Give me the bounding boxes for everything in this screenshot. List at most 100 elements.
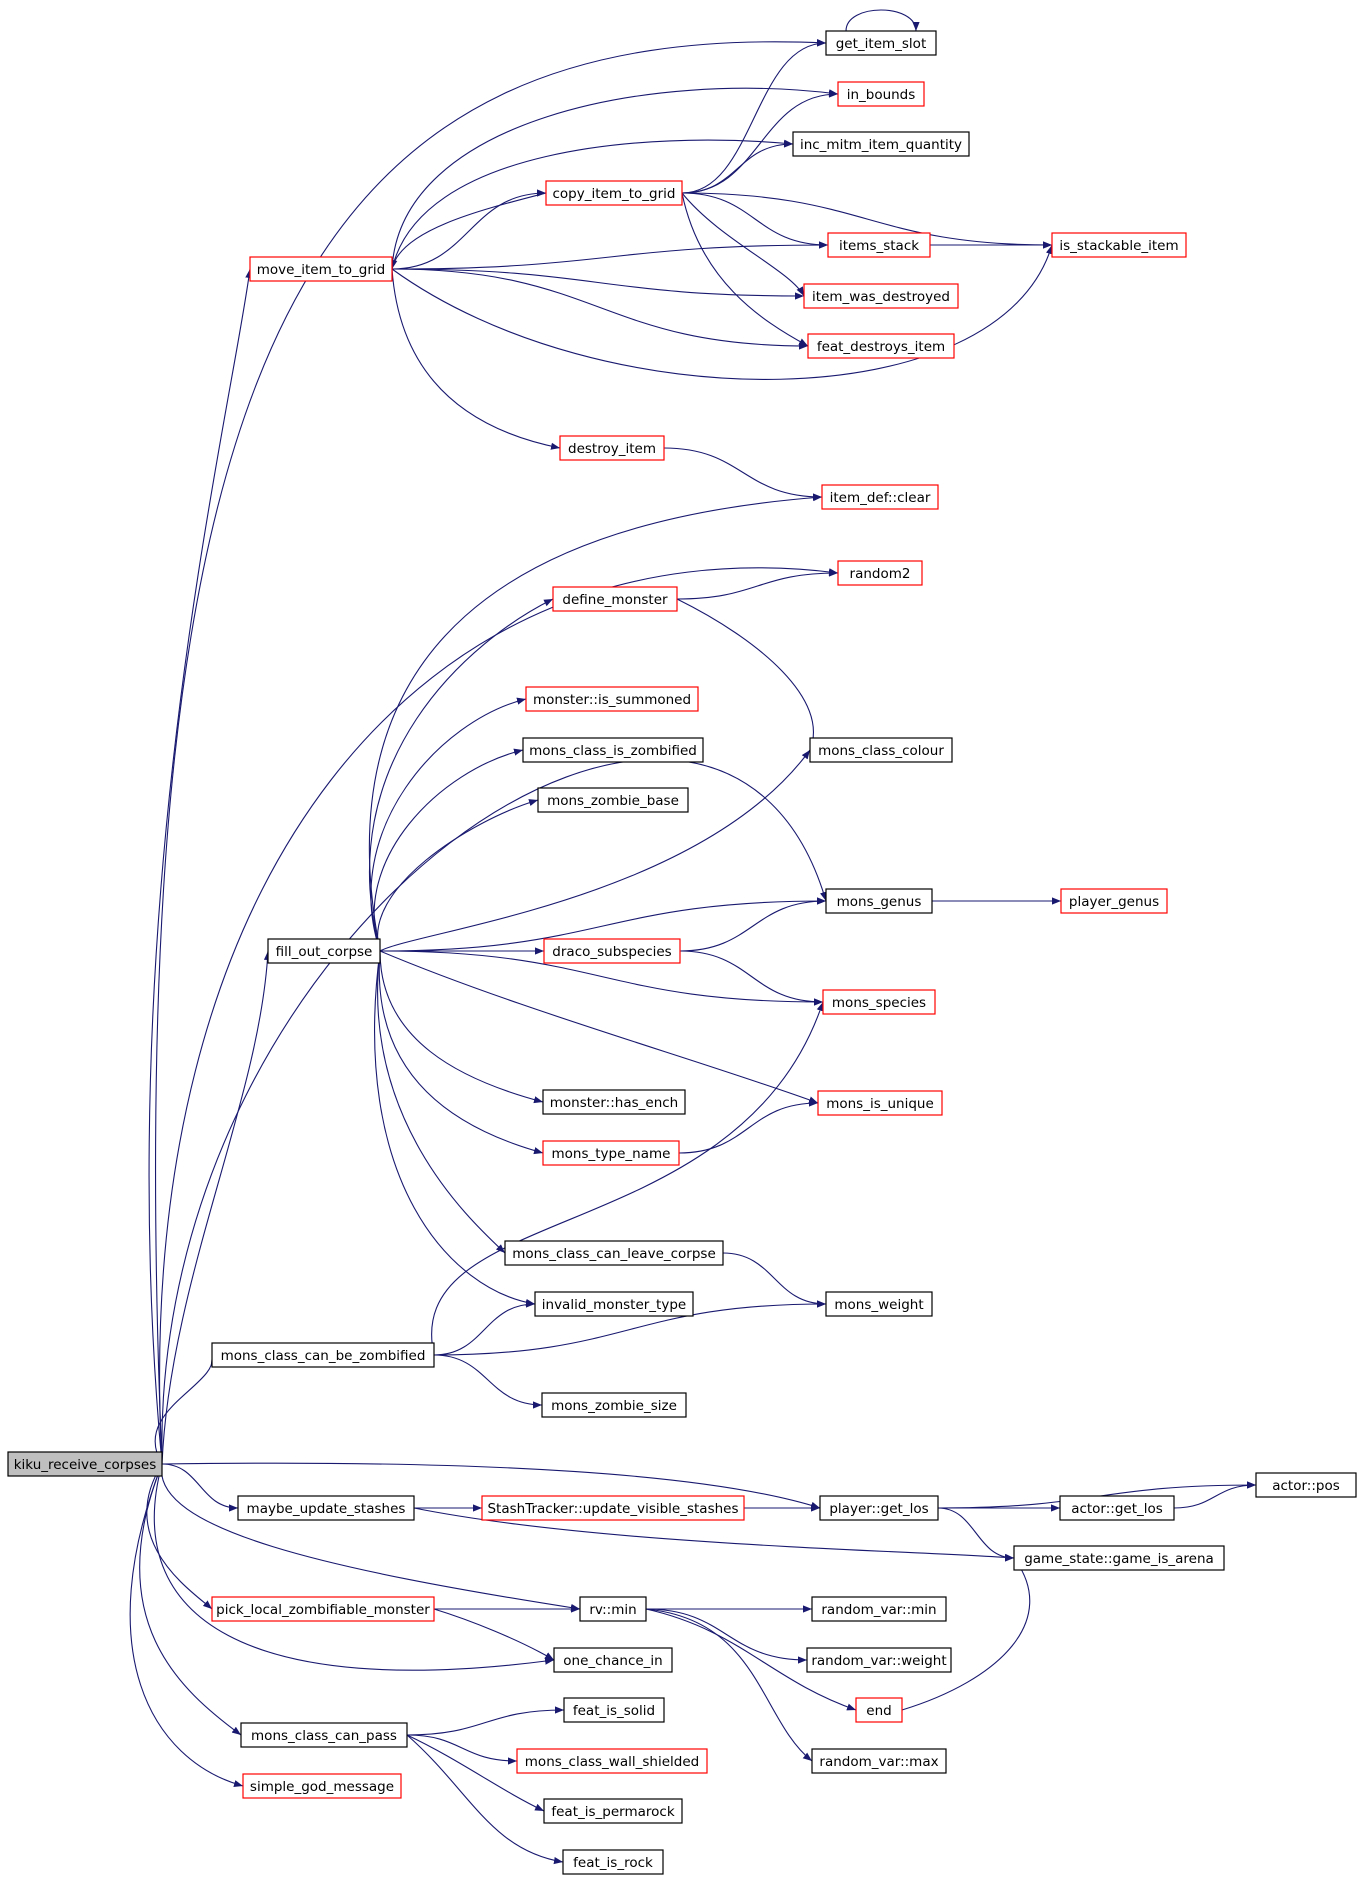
edge-kiku_receive_corpses-to-move_item_to_grid <box>148 268 253 1465</box>
node-in_bounds[interactable]: in_bounds <box>837 81 925 107</box>
node-random_var_min[interactable]: random_var::min <box>811 1596 947 1622</box>
edge-mons_class_can_pass-to-feat_is_rock <box>406 1734 564 1865</box>
node-is_stackable_item[interactable]: is_stackable_item <box>1051 232 1187 258</box>
node-items_stack[interactable]: items_stack <box>827 232 931 258</box>
node-box-end <box>855 1697 903 1723</box>
node-box-maybe_update_stashes <box>237 1495 415 1521</box>
node-label-mons_is_unique: mons_is_unique <box>826 1096 934 1112</box>
edge-kiku_receive_corpses-to-mons_genus <box>161 758 827 1465</box>
node-invalid_monster_type[interactable]: invalid_monster_type <box>534 1291 694 1317</box>
node-box-stashtracker_update <box>481 1495 745 1521</box>
node-monster_is_summoned[interactable]: monster::is_summoned <box>525 686 699 712</box>
node-mons_class_wall_shielded[interactable]: mons_class_wall_shielded <box>516 1748 708 1774</box>
node-label-mons_weight: mons_weight <box>834 1297 923 1313</box>
node-feat_destroys_item[interactable]: feat_destroys_item <box>807 333 955 359</box>
node-actor_get_los[interactable]: actor::get_los <box>1059 1495 1175 1521</box>
node-maybe_update_stashes[interactable]: maybe_update_stashes <box>237 1495 415 1521</box>
node-random2[interactable]: random2 <box>837 560 923 586</box>
node-mons_class_colour[interactable]: mons_class_colour <box>809 737 953 763</box>
node-stashtracker_update[interactable]: StashTracker::update_visible_stashes <box>481 1495 745 1521</box>
node-feat_is_solid[interactable]: feat_is_solid <box>563 1697 665 1723</box>
node-box-define_monster <box>552 586 678 612</box>
node-box-mons_type_name <box>542 1140 680 1166</box>
edge-rv_min-to-random_var_max <box>645 1608 813 1762</box>
node-label-fill_out_corpse: fill_out_corpse <box>276 944 373 960</box>
node-mons_genus[interactable]: mons_genus <box>825 888 933 914</box>
node-box-mons_weight <box>825 1291 933 1317</box>
node-one_chance_in[interactable]: one_chance_in <box>553 1647 673 1673</box>
node-box-random_var_max <box>811 1748 947 1774</box>
node-simple_god_message[interactable]: simple_god_message <box>242 1773 402 1799</box>
node-monster_has_ench[interactable]: monster::has_ench <box>542 1089 686 1115</box>
node-get_item_slot[interactable]: get_item_slot <box>825 30 937 56</box>
edge-fill_out_corpse-to-item_def_clear <box>368 494 823 952</box>
node-random_var_weight[interactable]: random_var::weight <box>806 1647 952 1673</box>
node-label-item_def_clear: item_def::clear <box>830 490 931 506</box>
node-label-player_get_los: player::get_los <box>829 1501 928 1517</box>
node-feat_is_rock[interactable]: feat_is_rock <box>562 1849 664 1875</box>
node-feat_is_permarock[interactable]: feat_is_permarock <box>543 1798 683 1824</box>
node-mons_species[interactable]: mons_species <box>822 989 936 1015</box>
node-label-monster_is_summoned: monster::is_summoned <box>533 692 691 708</box>
node-mons_zombie_base[interactable]: mons_zombie_base <box>537 787 689 813</box>
node-box-simple_god_message <box>242 1773 402 1799</box>
edge-kiku_receive_corpses-to-mons_class_can_pass <box>139 1463 242 1736</box>
edge-fill_out_corpse-to-define_monster <box>368 598 554 952</box>
node-box-mons_zombie_base <box>537 787 689 813</box>
edge-copy_item_to_grid-to-item_was_destroyed <box>681 192 805 297</box>
node-fill_out_corpse[interactable]: fill_out_corpse <box>267 938 381 964</box>
node-label-mons_class_can_pass: mons_class_can_pass <box>251 1728 397 1744</box>
node-mons_class_can_pass[interactable]: mons_class_can_pass <box>240 1722 408 1748</box>
node-box-monster_has_ench <box>542 1089 686 1115</box>
node-rv_min[interactable]: rv::min <box>579 1596 647 1622</box>
node-label-draco_subspecies: draco_subspecies <box>552 944 671 960</box>
edge-move_item_to_grid-to-feat_destroys_item <box>391 268 809 350</box>
edge-fill_out_corpse-to-invalid_monster_type <box>374 950 536 1307</box>
node-define_monster[interactable]: define_monster <box>552 586 678 612</box>
node-box-mons_class_is_zombified <box>522 737 704 763</box>
node-mons_class_is_zombified[interactable]: mons_class_is_zombified <box>522 737 704 763</box>
node-box-is_stackable_item <box>1051 232 1187 258</box>
node-item_def_clear[interactable]: item_def::clear <box>821 484 939 510</box>
node-pick_local_zombifiable_monster[interactable]: pick_local_zombifiable_monster <box>211 1596 435 1622</box>
node-box-in_bounds <box>837 81 925 107</box>
node-destroy_item[interactable]: destroy_item <box>559 435 665 461</box>
node-label-mons_type_name: mons_type_name <box>552 1146 671 1162</box>
node-item_was_destroyed[interactable]: item_was_destroyed <box>803 283 959 309</box>
edge-kiku_receive_corpses-to-rv_min <box>160 1463 581 1612</box>
node-end[interactable]: end <box>855 1697 903 1723</box>
node-player_get_los[interactable]: player::get_los <box>819 1495 939 1521</box>
edge-copy_item_to_grid-to-move_item_to_grid <box>390 192 547 270</box>
node-mons_type_name[interactable]: mons_type_name <box>542 1140 680 1166</box>
node-box-inc_mitm_item_quantity <box>792 131 970 157</box>
node-copy_item_to_grid[interactable]: copy_item_to_grid <box>545 180 683 206</box>
node-move_item_to_grid[interactable]: move_item_to_grid <box>249 256 393 282</box>
node-kiku_receive_corpses[interactable]: kiku_receive_corpses <box>7 1451 163 1477</box>
node-mons_weight[interactable]: mons_weight <box>825 1291 933 1317</box>
edge-mons_class_can_be_zombified-to-mons_zombie_size <box>433 1354 543 1409</box>
node-player_genus[interactable]: player_genus <box>1060 888 1168 914</box>
edge-draco_subspecies-to-mons_species <box>679 950 824 1006</box>
node-mons_is_unique[interactable]: mons_is_unique <box>817 1090 943 1116</box>
node-mons_class_can_leave_corpse[interactable]: mons_class_can_leave_corpse <box>504 1240 724 1266</box>
node-inc_mitm_item_quantity[interactable]: inc_mitm_item_quantity <box>792 131 970 157</box>
node-label-destroy_item: destroy_item <box>568 441 656 457</box>
node-random_var_max[interactable]: random_var::max <box>811 1748 947 1774</box>
node-mons_class_can_be_zombified[interactable]: mons_class_can_be_zombified <box>211 1342 435 1368</box>
node-label-mons_zombie_size: mons_zombie_size <box>551 1398 677 1414</box>
node-mons_zombie_size[interactable]: mons_zombie_size <box>541 1392 687 1418</box>
node-box-random_var_weight <box>806 1647 952 1673</box>
node-label-kiku_receive_corpses: kiku_receive_corpses <box>14 1457 157 1473</box>
edge-get_item_slot-to-get_item_slot <box>845 9 920 32</box>
node-label-move_item_to_grid: move_item_to_grid <box>257 262 385 278</box>
node-label-one_chance_in: one_chance_in <box>563 1653 662 1669</box>
node-draco_subspecies[interactable]: draco_subspecies <box>543 938 681 964</box>
node-actor_pos[interactable]: actor::pos <box>1255 1472 1357 1498</box>
node-game_is_arena[interactable]: game_state::game_is_arena <box>1013 1545 1225 1571</box>
edge-mons_class_can_leave_corpse-to-mons_weight <box>722 1252 827 1308</box>
node-label-feat_destroys_item: feat_destroys_item <box>817 339 945 355</box>
node-box-copy_item_to_grid <box>545 180 683 206</box>
node-label-random_var_max: random_var::max <box>819 1754 938 1770</box>
node-box-mons_class_can_leave_corpse <box>504 1240 724 1266</box>
